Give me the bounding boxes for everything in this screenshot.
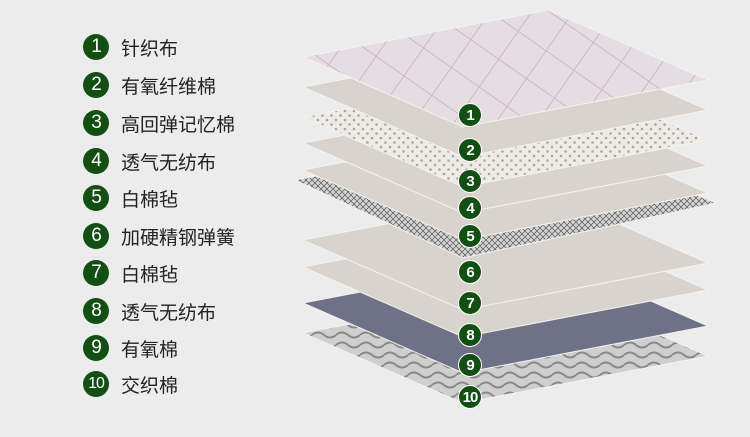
legend-label: 有氧棉 [121, 338, 179, 361]
legend-label: 有氧纤维棉 [121, 75, 217, 98]
legend-label: 针织布 [121, 37, 179, 60]
legend-item: 7 白棉毡 [83, 258, 178, 288]
number-badge: 7 [83, 260, 109, 286]
legend-label: 透气无纺布 [121, 301, 217, 324]
legend-label: 交织棉 [121, 374, 179, 397]
legend-label: 加硬精钢弹簧 [121, 226, 236, 249]
legend-item: 3 高回弹记忆棉 [83, 108, 235, 138]
number-badge: 9 [83, 335, 109, 361]
layer-number-badge: 6 [458, 260, 482, 284]
layer-number-badge: 10 [458, 385, 482, 409]
legend-item: 8 透气无纺布 [83, 296, 216, 326]
number-badge: 3 [83, 110, 109, 136]
layer-number-badge: 8 [458, 323, 482, 347]
number-badge: 6 [83, 223, 109, 249]
layer-number-badge: 2 [458, 138, 482, 162]
layer-number-badge: 7 [458, 291, 482, 315]
layer-number-badge: 4 [458, 196, 482, 220]
number-badge: 10 [83, 371, 109, 397]
legend-item: 10 交织棉 [83, 369, 178, 399]
legend-item: 1 针织布 [83, 32, 178, 62]
number-badge: 2 [83, 72, 109, 98]
legend-label: 白棉毡 [121, 263, 179, 286]
legend-label: 白棉毡 [121, 188, 179, 211]
mattress-layer-1 [301, 9, 710, 128]
legend-item: 9 有氧棉 [83, 333, 178, 363]
layer-number-badge: 3 [458, 169, 482, 193]
number-badge: 8 [83, 298, 109, 324]
legend-item: 5 白棉毡 [83, 183, 178, 213]
legend-item: 4 透气无纺布 [83, 146, 216, 176]
legend-label: 高回弹记忆棉 [121, 113, 236, 136]
legend-item: 6 加硬精钢弹簧 [83, 221, 235, 251]
number-badge: 4 [83, 148, 109, 174]
layer-number-badge: 1 [458, 103, 482, 127]
legend-label: 透气无纺布 [121, 151, 217, 174]
legend-item: 2 有氧纤维棉 [83, 70, 216, 100]
layer-number-badge: 9 [458, 353, 482, 377]
number-badge: 5 [83, 185, 109, 211]
layer-number-badge: 5 [458, 224, 482, 248]
number-badge: 1 [83, 34, 109, 60]
